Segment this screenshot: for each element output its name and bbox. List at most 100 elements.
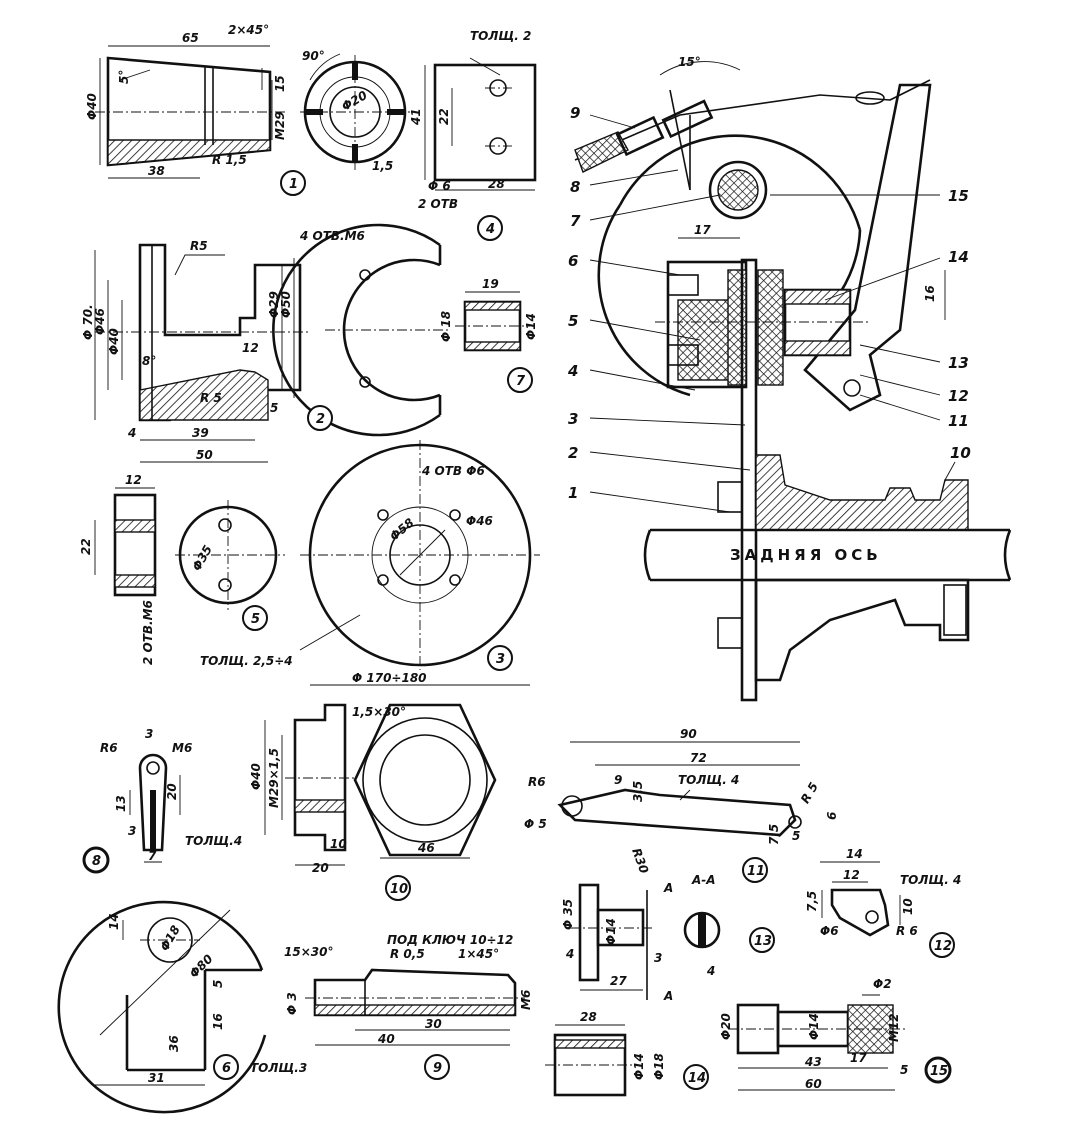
part-5-drawing: 12 22 Φ35 2 ОТВ.М6 5 — [79, 473, 285, 665]
axle-label: ЗАДНЯЯ ОСЬ — [730, 546, 882, 564]
part-15-number: 15 — [930, 1064, 948, 1079]
p1-dim-38: 38 — [148, 164, 165, 178]
part-3-drawing: 4 ОТВ Φ6 Φ58 Φ46 ТОЛЩ. 2,5÷4 Φ 170÷180 3 — [200, 440, 540, 686]
part-10-drawing: 1,5×30° Φ40 M29×1,5 10 20 46 10 — [249, 703, 497, 901]
callout-13: 13 — [948, 354, 969, 372]
p4-dim-28: 28 — [488, 177, 505, 191]
p10-dim-chamfer: 1,5×30° — [352, 705, 406, 719]
callout-2: 2 — [568, 444, 578, 462]
part-14-drawing: 28 Φ14 Φ18 14 — [545, 1010, 709, 1097]
p12-dim-thickness: ТОЛЩ. 4 — [900, 873, 961, 887]
p2-dim-50-len: 50 — [196, 448, 213, 462]
p9-dim-key: ПОД КЛЮЧ 10÷12 — [387, 933, 513, 947]
p2-dim-39: 39 — [192, 426, 209, 440]
p12-dim-d6: Φ6 — [820, 924, 839, 938]
p1-dim-radius: R 1,5 — [212, 153, 247, 167]
p9-dim-r05: R 0,5 — [390, 947, 425, 961]
p9-dim-d3: Φ 3 — [285, 992, 299, 1015]
p1-dim-15: 15 — [273, 75, 287, 92]
part-10-number: 10 — [390, 882, 408, 897]
p2-dim-46: Φ46 — [93, 308, 107, 335]
p6-dim-thickness: ТОЛЩ.3 — [250, 1061, 307, 1075]
p10-dim-20: 20 — [312, 861, 329, 875]
p5-dim-holes: 2 ОТВ.М6 — [141, 600, 155, 665]
part-5-number: 5 — [251, 612, 260, 627]
p2-dim-r5-top: R5 — [190, 239, 208, 253]
part-2-number: 2 — [316, 412, 325, 427]
p1-dim-angle: 5° — [117, 70, 131, 84]
p13-dim-4b: 4 — [706, 964, 715, 978]
p9-dim-40: 40 — [377, 1032, 395, 1046]
p2-dim-50: Φ50 — [279, 291, 293, 318]
p9-dim-m6: M6 — [519, 990, 533, 1010]
part-1-drawing: 65 2×45° 5° Φ40 M29 15 R 1,5 38 90° Φ20 … — [85, 23, 410, 196]
p7-dim-18: Φ 18 — [439, 311, 453, 342]
callout-4: 4 — [567, 362, 578, 380]
part-8-number: 8 — [92, 854, 101, 869]
p2-dim-holes: 4 ОТВ.М6 — [299, 229, 365, 243]
p1-dim-dia: Φ40 — [85, 93, 99, 120]
p6-dim-18: Φ18 — [157, 923, 183, 953]
p15-dim-43: 43 — [804, 1055, 822, 1069]
part-6-drawing: 14 Φ18 Φ80 5 16 36 31 ТОЛЩ.3 6 — [57, 900, 307, 1114]
part-1-number: 1 — [289, 177, 298, 192]
p14-dim-28: 28 — [580, 1010, 597, 1024]
p13-dim-14: Φ14 — [604, 918, 618, 945]
p8-dim-3b: 3 — [128, 824, 136, 838]
p4-dim-thickness: ТОЛЩ. 2 — [470, 29, 531, 43]
part-1-views-end — [300, 53, 410, 170]
p15-dim-14: Φ14 — [807, 1013, 821, 1040]
p8-dim-3: 3 — [145, 727, 153, 741]
p12-dim-14: 14 — [846, 847, 863, 861]
p2-dim-12: 12 — [242, 341, 259, 355]
p1-dim-20: Φ20 — [339, 88, 369, 114]
part-3-number: 3 — [496, 652, 505, 667]
p11-dim-35: 3,5 — [631, 781, 645, 802]
part-2-end-view — [272, 223, 450, 437]
p2-dim-4: 4 — [127, 426, 136, 440]
p15-dim-m12: M12 — [887, 1013, 901, 1042]
part-13-number: 13 — [754, 934, 772, 949]
p11-dim-6: 6 — [825, 812, 839, 820]
p1-dim-slot: 1,5 — [372, 159, 393, 173]
p5-dim-35: Φ35 — [189, 543, 215, 573]
p4-dim-d6: Φ 6 — [428, 179, 451, 193]
p8-dim-20: 20 — [165, 783, 179, 800]
p13-dim-27: 27 — [610, 974, 627, 988]
callout-15: 15 — [948, 187, 969, 205]
part-12-number: 12 — [934, 939, 952, 954]
part-8-drawing: 3 R6 M6 13 20 3 7 ТОЛЩ.4 8 — [82, 727, 242, 874]
p8-dim-thickness: ТОЛЩ.4 — [185, 834, 242, 848]
p15-dim-60: 60 — [805, 1077, 822, 1091]
p8-dim-7: 7 — [148, 849, 157, 863]
p7-dim-14: Φ14 — [524, 313, 538, 340]
p1-dim-thread: M29 — [273, 111, 287, 140]
p11-dim-75: 7,5 — [767, 824, 781, 845]
p11-dim-72: 72 — [690, 751, 707, 765]
p11-dim-r6: R6 — [528, 775, 546, 789]
p13-dim-section: A-A — [691, 873, 716, 887]
p13-dim-a-bot: A — [663, 989, 673, 1003]
callout-3: 3 — [568, 410, 578, 428]
p9-dim-30: 30 — [425, 1017, 442, 1031]
p15-dim-17: 17 — [850, 1051, 867, 1065]
callout-8: 8 — [570, 178, 580, 196]
p10-dim-thread: M29×1,5 — [267, 748, 281, 808]
p15-dim-5: 5 — [900, 1063, 908, 1077]
p6-dim-5: 5 — [211, 980, 225, 988]
p13-dim-35: Φ 35 — [561, 899, 575, 930]
p11-dim-5: 5 — [792, 829, 800, 843]
p5-dim-12: 12 — [125, 473, 142, 487]
p12-dim-10: 10 — [901, 898, 915, 915]
p3-dim-thickness: ТОЛЩ. 2,5÷4 — [200, 654, 293, 668]
callout-14: 14 — [948, 248, 969, 266]
p2-dim-r5-bot: R 5 — [200, 391, 222, 405]
p15-dim-d2: Φ2 — [873, 977, 892, 991]
part-12-drawing: 14 12 ТОЛЩ. 4 7,5 10 Φ6 R 6 12 — [805, 847, 961, 958]
p1-dim-chamfer: 2×45° — [228, 23, 269, 37]
p14-dim-14: Φ14 — [632, 1053, 646, 1080]
callout-1: 1 — [568, 484, 578, 502]
assembly-drawing: ЗАДНЯЯ ОСЬ 15° 17 16 9 8 7 6 — [567, 55, 1012, 702]
assembly-angle: 15° — [678, 55, 701, 69]
